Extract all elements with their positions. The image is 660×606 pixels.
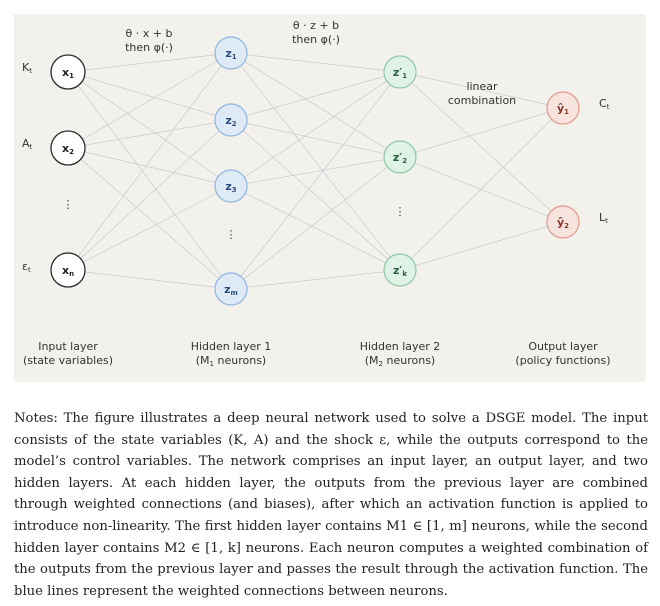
- connection-line: [230, 71, 401, 187]
- connection-line: [67, 71, 232, 187]
- state-label-K: Kt: [22, 61, 32, 75]
- layer-subtitle-hidden2: (M2 neurons): [365, 354, 435, 368]
- output-label-C: Ct: [599, 97, 610, 111]
- hidden1-node-z2: z2: [214, 103, 248, 137]
- connection-line: [67, 71, 232, 290]
- hidden2-node-zk: z′k: [383, 253, 417, 287]
- layer-title-hidden1: Hidden layer 1: [191, 340, 272, 353]
- state-label-A: At: [22, 137, 33, 151]
- connection-line: [67, 185, 232, 271]
- hidden2-ellipsis: ⋮: [395, 205, 406, 218]
- connection-line: [67, 119, 232, 149]
- connection-line: [230, 185, 401, 271]
- connection-line: [230, 71, 401, 290]
- connection-line: [67, 119, 232, 271]
- connection-line: [230, 71, 401, 121]
- connection-line: [399, 107, 564, 271]
- neural-network-diagram: x1 x2 ⋮ xn z1 z2 z3 ⋮ zm z′1 z′2 ⋮ z′k: [22, 19, 611, 368]
- layer-title-input: Input layer: [38, 340, 98, 353]
- output-node-y2: ŷ2: [546, 205, 580, 239]
- figure-background: [14, 14, 646, 382]
- annotation-first-line1: θ · x + b: [126, 27, 173, 40]
- output-node-y1: ŷ1: [546, 91, 580, 125]
- input-node-xn: xn: [50, 252, 86, 288]
- svg-text:z1: z1: [225, 47, 236, 61]
- connection-line: [399, 71, 564, 223]
- connection-line: [67, 147, 232, 187]
- connection-line: [67, 269, 232, 290]
- hidden1-ellipsis: ⋮: [226, 228, 237, 241]
- layer-title-output: Output layer: [528, 340, 598, 353]
- layer-title-hidden2: Hidden layer 2: [360, 340, 441, 353]
- connection-line: [230, 119, 401, 271]
- output-label-L: Lt: [599, 211, 608, 225]
- connection-line: [230, 156, 401, 290]
- connection-line: [67, 147, 232, 290]
- hidden2-node-z2: z′2: [383, 140, 417, 174]
- connection-line: [67, 52, 232, 73]
- layer-subtitle-output: (policy functions): [515, 354, 610, 367]
- svg-text:z2: z2: [225, 114, 236, 128]
- connection-line: [67, 52, 232, 149]
- connection-line: [230, 119, 401, 158]
- annotation-first-line2: then φ(·): [125, 41, 173, 54]
- input-node-x1: x1: [50, 54, 86, 90]
- connection-line: [230, 52, 401, 73]
- connection-line: [230, 156, 401, 187]
- connection-line: [399, 221, 564, 271]
- annotation-second-line1: θ · z + b: [293, 19, 339, 32]
- hidden2-node-z1: z′1: [383, 55, 417, 89]
- annotation-third-line1: linear: [466, 80, 498, 93]
- figure-notes: Notes: The figure illustrates a deep neu…: [14, 411, 648, 599]
- layer-subtitle-hidden1: (M1 neurons): [196, 354, 266, 368]
- input-node-x2: x2: [50, 130, 86, 166]
- connection-line: [230, 52, 401, 158]
- layer-subtitle-input: (state variables): [23, 354, 113, 367]
- connection-line: [67, 71, 232, 121]
- connection-line: [230, 269, 401, 290]
- connection-line: [399, 71, 564, 109]
- annotation-third-line2: combination: [448, 94, 516, 107]
- hidden1-node-zm: zm: [214, 272, 248, 306]
- annotation-second-line2: then φ(·): [292, 33, 340, 46]
- state-label-eps: εt: [22, 260, 31, 274]
- connection-line: [399, 107, 564, 158]
- input-ellipsis: ⋮: [63, 198, 74, 211]
- connection-line: [230, 52, 401, 271]
- connection-line: [67, 52, 232, 271]
- hidden1-node-z3: z3: [214, 169, 248, 203]
- connection-line: [399, 156, 564, 223]
- connections: [67, 52, 564, 290]
- hidden1-node-z1: z1: [214, 36, 248, 70]
- svg-text:z3: z3: [225, 180, 236, 194]
